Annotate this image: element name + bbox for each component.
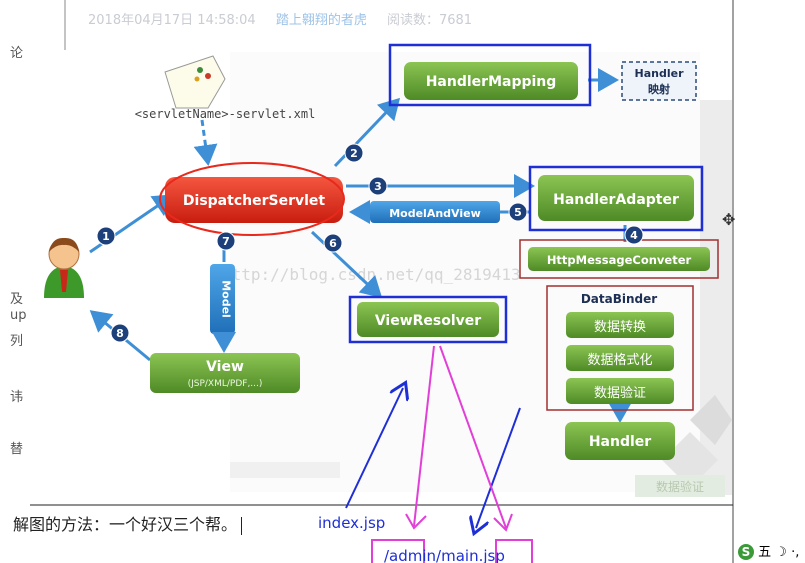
index-jsp-annotation-arrow bbox=[345, 388, 403, 509]
handler-label: Handler bbox=[589, 434, 651, 450]
step-badge: 3 bbox=[368, 176, 388, 196]
step-badge: 8 bbox=[110, 323, 130, 343]
view-node bbox=[150, 353, 300, 393]
data-binder-title: DataBinder bbox=[581, 292, 657, 306]
model-and-view-node bbox=[370, 201, 500, 223]
model-label: Model bbox=[220, 280, 233, 318]
step-number: 3 bbox=[374, 180, 382, 193]
left-fragment: 及 bbox=[10, 292, 24, 307]
sogou-logo-icon[interactable]: S bbox=[738, 544, 754, 560]
view-resolver-node bbox=[357, 302, 499, 337]
dispatcher-servlet-node bbox=[165, 177, 343, 223]
read-count: 阅读数：7681 bbox=[386, 13, 473, 28]
step-number: 4 bbox=[630, 229, 638, 242]
author-link[interactable]: 踏上翱翔的者虎 bbox=[275, 13, 367, 28]
step-number: 7 bbox=[222, 235, 230, 248]
handler-node bbox=[565, 422, 675, 460]
faint-step-label: 数据验证 bbox=[656, 479, 704, 494]
step-number: 6 bbox=[329, 237, 337, 250]
caption-content: 解图的方法：一个好汉三个帮。 bbox=[13, 515, 238, 534]
faint-box bbox=[230, 462, 340, 478]
data-binder-group bbox=[546, 285, 694, 411]
step-number: 8 bbox=[116, 327, 124, 340]
view-resolver-highlight bbox=[348, 295, 508, 344]
step-badge: 1 bbox=[96, 226, 116, 246]
publish-date: 2018年04月17日 14:58:04 bbox=[88, 13, 256, 28]
watermark: http://blog.csdn.net/qq_2819413 bbox=[222, 265, 521, 284]
decor-hexagon bbox=[690, 395, 732, 445]
step-number: 5 bbox=[514, 206, 522, 219]
left-fragment: 论 bbox=[10, 46, 24, 61]
jsp-highlight-box bbox=[495, 539, 533, 563]
step-badge: 2 bbox=[344, 143, 364, 163]
left-fragment: 讳 bbox=[10, 390, 24, 405]
http-message-converter-node bbox=[528, 247, 710, 271]
step-number: 1 bbox=[102, 230, 110, 243]
handler-mapping-node bbox=[404, 62, 578, 100]
move-cursor-icon: ✥ bbox=[722, 210, 735, 229]
dispatcher-highlight-ellipse bbox=[159, 162, 345, 236]
handler-adapter-node bbox=[538, 175, 694, 221]
handler-adapter-highlight bbox=[528, 165, 704, 232]
handler-adapter-label: HandlerAdapter bbox=[553, 192, 679, 208]
ime-mode[interactable]: 五 bbox=[758, 545, 772, 560]
http-message-converter-label: HttpMessageConveter bbox=[547, 253, 692, 267]
index-jsp-annotation: index.jsp bbox=[318, 514, 385, 532]
arrow-step-6 bbox=[310, 230, 383, 299]
step-badge: 4 bbox=[624, 225, 644, 245]
resolver-to-jsp-stroke bbox=[439, 345, 507, 529]
resolver-to-admin-stroke bbox=[413, 345, 435, 527]
dispatcher-servlet-label: DispatcherServlet bbox=[183, 193, 325, 209]
handler-mapping-highlight bbox=[388, 43, 592, 107]
binder-step-label: 数据验证 bbox=[594, 385, 646, 401]
binder-step-node bbox=[566, 378, 674, 404]
handler-mapping-note bbox=[621, 61, 697, 101]
admin-main-jsp-annotation: /admin/main.jsp bbox=[384, 547, 505, 563]
user-person-icon bbox=[44, 237, 84, 298]
view-label: View bbox=[206, 359, 244, 375]
step-badge: 5 bbox=[508, 202, 528, 222]
binder-step-label: 数据转换 bbox=[594, 320, 646, 335]
model-node bbox=[210, 264, 235, 334]
converter-highlight bbox=[519, 239, 719, 279]
left-fragment: 替 bbox=[10, 442, 24, 457]
faint-step-box bbox=[635, 475, 725, 497]
view-resolver-label: ViewResolver bbox=[375, 313, 481, 329]
decor-hexagon bbox=[662, 432, 718, 488]
left-fragment: 列 bbox=[10, 334, 24, 349]
left-fragment: up bbox=[10, 308, 27, 323]
view-sub-label: (JSP/XML/PDF,...) bbox=[188, 379, 263, 389]
servlet-xml-document-icon bbox=[164, 55, 226, 109]
model-and-view-label: ModelAndView bbox=[389, 207, 481, 220]
left-cut-text: 论 及 up 列 讳 替 bbox=[0, 0, 30, 563]
ime-toolbar[interactable]: S 五 ☽ ·, bbox=[738, 541, 799, 560]
step-number: 2 bbox=[350, 147, 358, 160]
config-file-label: <servletName>-servlet.xml bbox=[135, 107, 316, 121]
caption-text[interactable]: 解图的方法：一个好汉三个帮。 bbox=[13, 511, 243, 535]
handler-note-line: 映射 bbox=[648, 82, 670, 96]
step-badge: 7 bbox=[216, 231, 236, 251]
moon-icon[interactable]: ☽ bbox=[775, 545, 787, 560]
main-jsp-annotation-arrow bbox=[476, 407, 521, 528]
handler-note-line: Handler bbox=[635, 67, 685, 80]
text-cursor bbox=[241, 516, 243, 535]
handler-mapping-label: HandlerMapping bbox=[426, 74, 557, 90]
binder-step-node bbox=[566, 345, 674, 371]
config-to-dispatcher-arrow bbox=[193, 119, 218, 166]
admin-highlight-box bbox=[371, 539, 425, 563]
admin-arrow-head bbox=[405, 513, 427, 530]
article-meta: 2018年04月17日 14:58:04 踏上翱翔的者虎 阅读数：7681 bbox=[88, 9, 472, 28]
step-badge: 6 bbox=[323, 233, 343, 253]
punctuation-icon[interactable]: ·, bbox=[791, 545, 800, 560]
jsp-arrow-head bbox=[493, 513, 513, 532]
binder-step-node bbox=[566, 312, 674, 338]
binder-step-label: 数据格式化 bbox=[587, 352, 652, 368]
